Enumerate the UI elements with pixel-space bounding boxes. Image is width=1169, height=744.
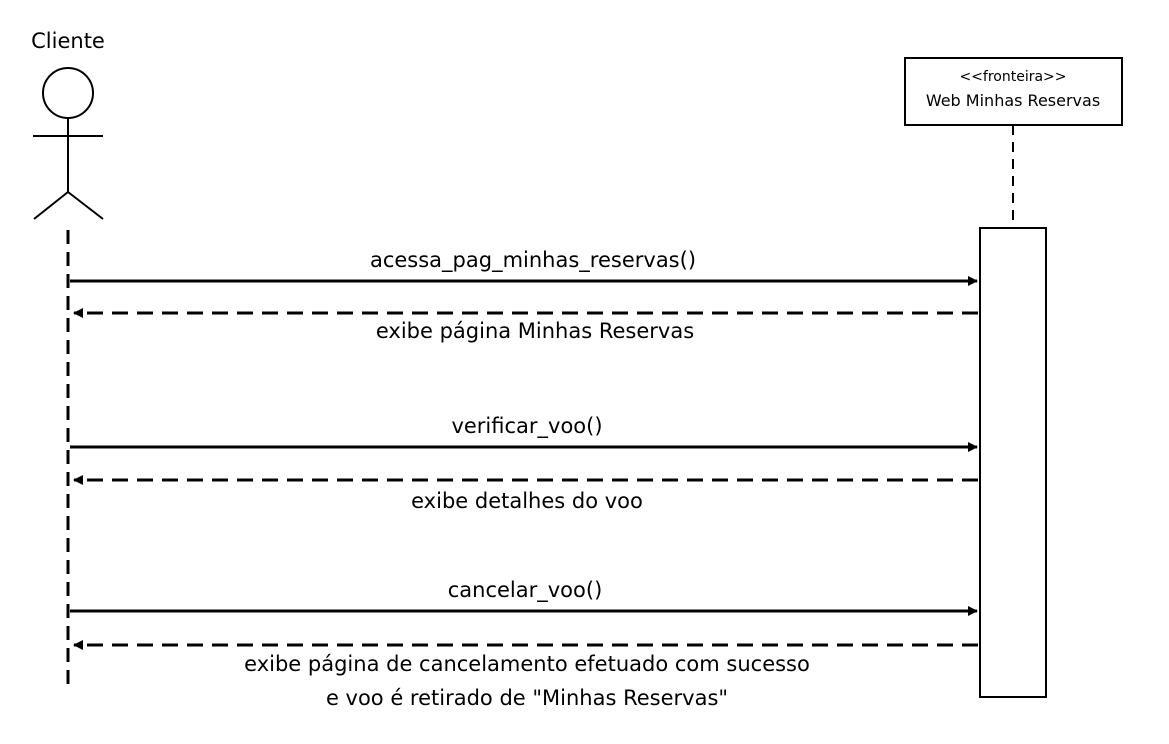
message-label-2: exibe página Minhas Reservas: [376, 319, 694, 343]
message-label-1: acessa_pag_minhas_reservas(): [370, 248, 696, 273]
activation-bar: [979, 227, 1047, 698]
boundary-name: Web Minhas Reservas: [926, 91, 1100, 110]
message-label-6-line-2: e voo é retirado de "Minhas Reservas": [326, 686, 728, 710]
boundary-web-minhas-reservas: <<fronteira>> Web Minhas Reservas: [904, 57, 1123, 126]
actor-name: Cliente: [31, 29, 105, 53]
boundary-box: [904, 57, 1123, 126]
message-label-3: verificar_voo(): [451, 414, 602, 439]
actor-stick-figure-icon: [33, 67, 104, 220]
boundary-stereotype: <<fronteira>>: [959, 69, 1066, 85]
message-label-6-line-1: exibe página de cancelamento efetuado co…: [244, 652, 810, 676]
message-label-4: exibe detalhes do voo: [411, 489, 643, 513]
message-label-5: cancelar_voo(): [448, 578, 603, 603]
actor-cliente: Cliente: [31, 29, 105, 220]
